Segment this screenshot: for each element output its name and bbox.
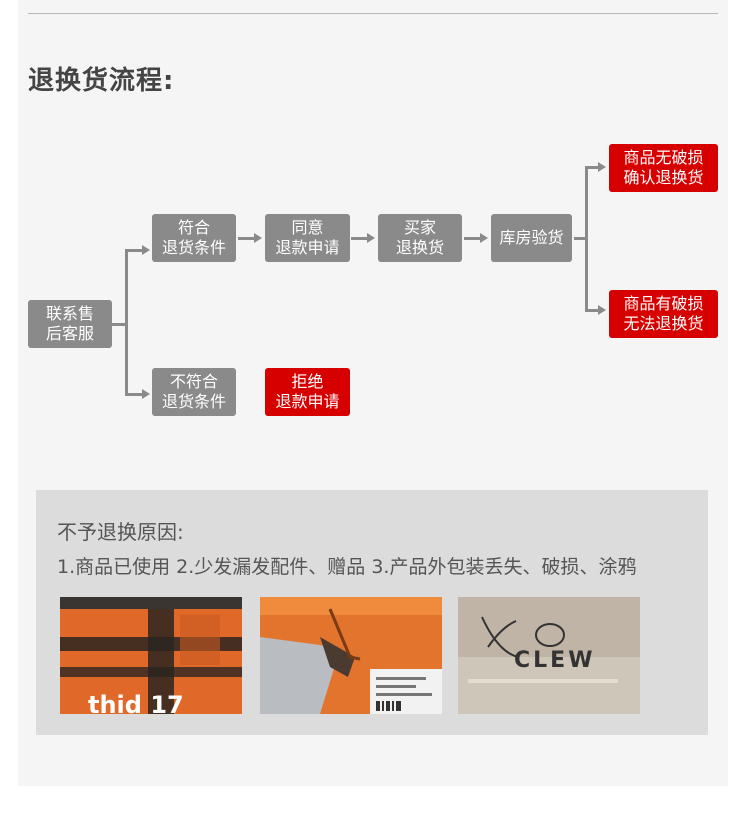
outcome-no-damage: 商品无破损 确认退换货 <box>609 144 718 192</box>
arrow-head-icon <box>598 305 606 315</box>
photo-used-box: thid 17 <box>60 597 242 714</box>
step-warehouse-inspection: 库房验货 <box>491 214 572 262</box>
photo-box-brand-text: thid 17 <box>88 691 184 714</box>
arrow-head-icon <box>480 233 488 243</box>
connector-branch-vertical <box>125 249 128 396</box>
step-eligible: 符合 退货条件 <box>152 214 236 262</box>
photo-damaged-box-image <box>260 597 442 714</box>
arrow-head-icon <box>598 162 606 172</box>
top-divider <box>28 13 718 14</box>
arrow-head-icon <box>142 245 150 255</box>
photo-used-box-image: thid 17 <box>60 597 242 714</box>
connector-eligible-agree <box>238 237 255 240</box>
connector-agree-buyer <box>351 237 368 240</box>
connector-start <box>112 323 126 326</box>
photo-box-clew-text: CLEW <box>514 648 595 673</box>
step-reject-refund: 拒绝 退款申请 <box>265 368 350 416</box>
connector-outcome-vertical <box>585 166 588 312</box>
arrow-head-icon <box>142 389 150 399</box>
connector-to-has-damage <box>585 309 599 312</box>
arrow-head-icon <box>254 233 262 243</box>
step-ineligible: 不符合 退货条件 <box>152 368 236 416</box>
photo-graffiti-box-image: CLEW <box>458 597 640 714</box>
section-title: 退换货流程: <box>28 60 174 97</box>
outcome-has-damage: 商品有破损 无法退换货 <box>609 290 718 338</box>
step-contact-service: 联系售 后客服 <box>28 300 112 348</box>
connector-to-no-damage <box>585 166 599 169</box>
connector-buyer-warehouse <box>464 237 481 240</box>
connector-to-ineligible <box>125 393 143 396</box>
reasons-title: 不予退换原因: <box>57 516 184 545</box>
photo-damaged-box <box>260 597 442 714</box>
arrow-head-icon <box>367 233 375 243</box>
connector-to-eligible <box>125 249 143 252</box>
reasons-list: 1.商品已使用 2.少发漏发配件、赠品 3.产品外包装丢失、破损、涂鸦 <box>57 552 636 579</box>
photo-graffiti-box: CLEW <box>458 597 640 714</box>
step-buyer-return: 买家 退换货 <box>378 214 462 262</box>
step-agree-refund: 同意 退款申请 <box>265 214 350 262</box>
